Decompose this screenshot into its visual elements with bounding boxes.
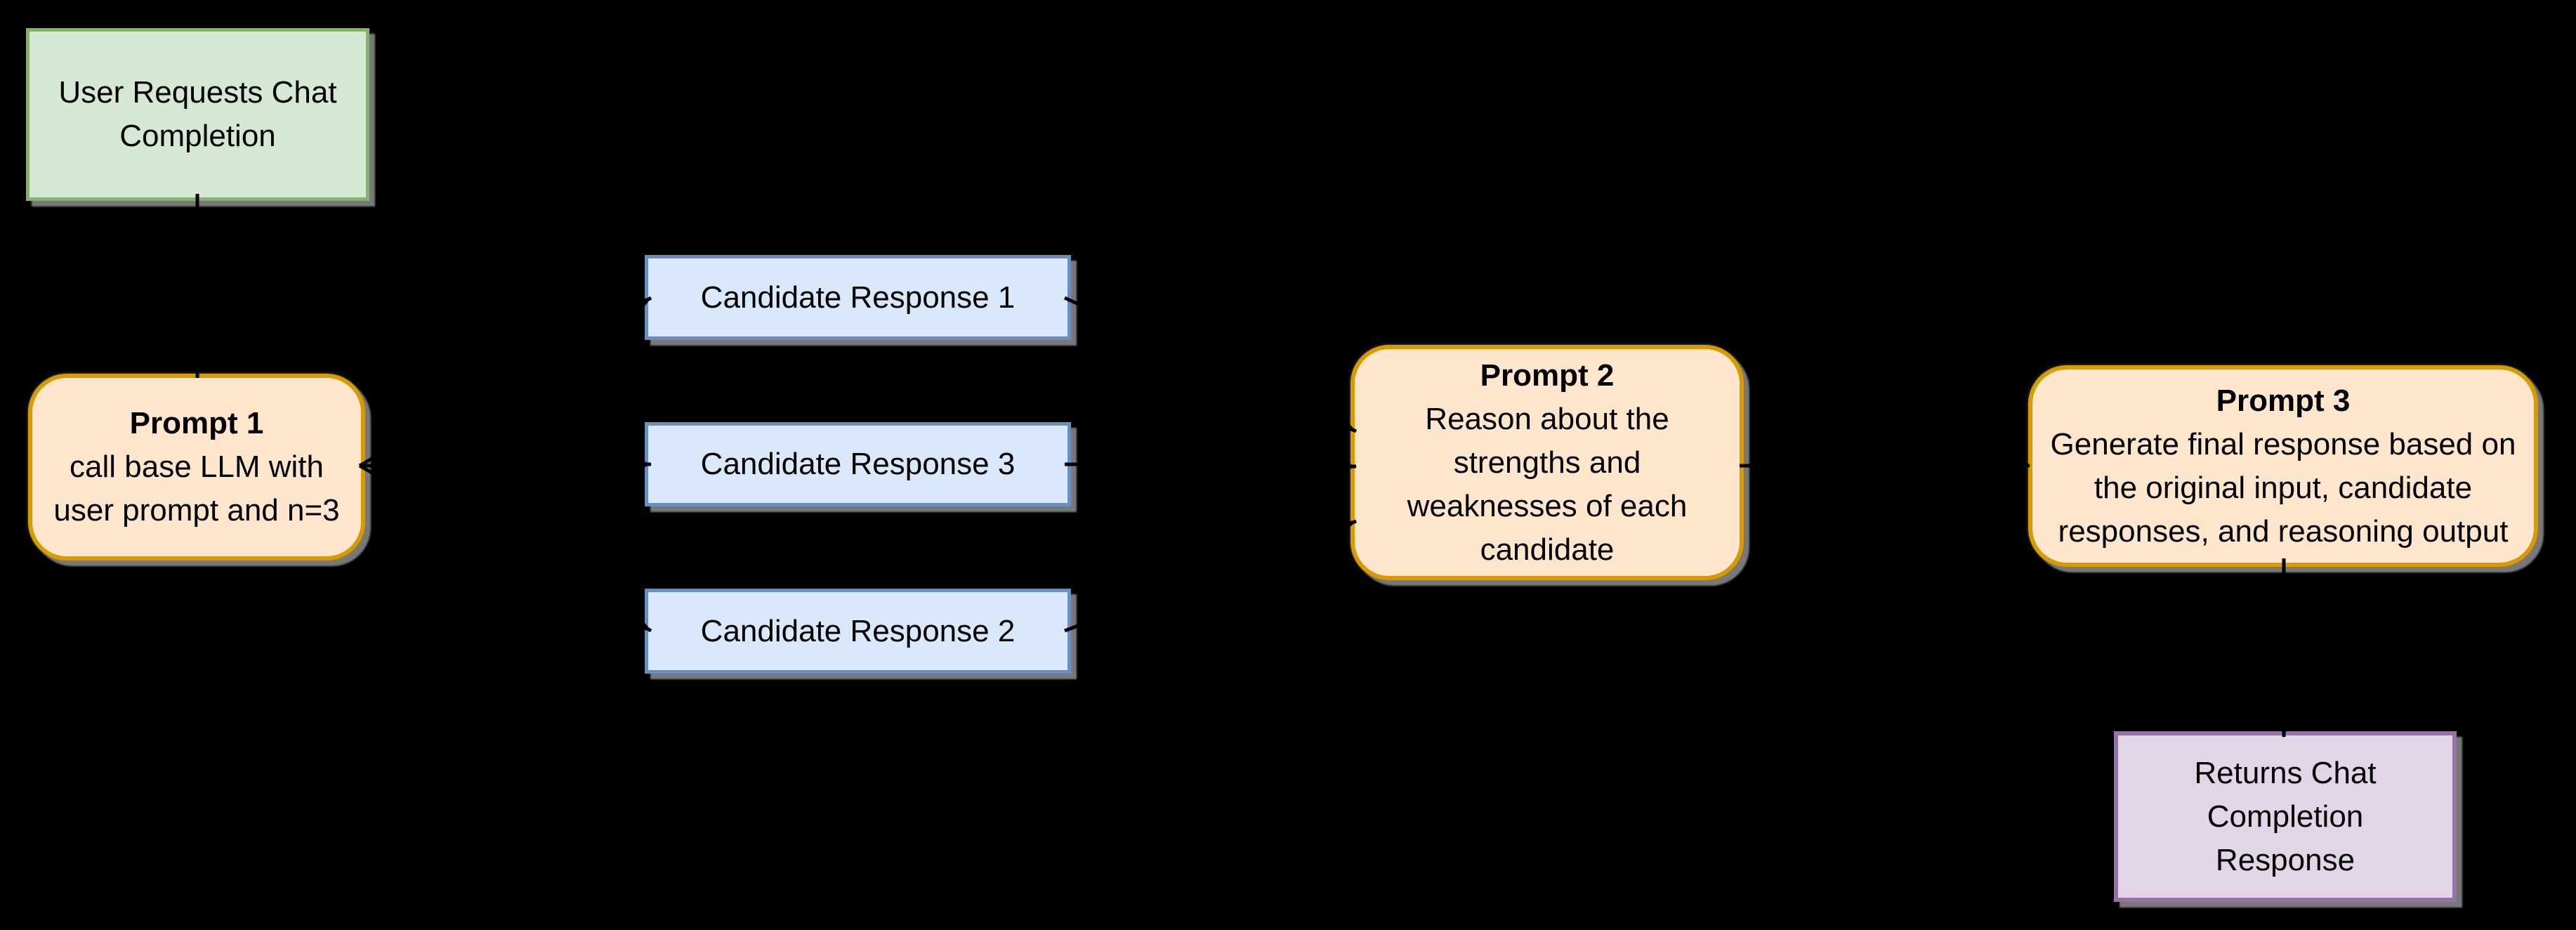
node-returns-chat-completion-response: Returns Chat Completion Response — [2114, 731, 2457, 902]
arrow-prompt1-to-candidate2 — [358, 464, 652, 633]
arrow-candidate2-to-prompt2 — [1064, 519, 1357, 633]
node-candidate-response-3: Candidate Response 3 — [645, 422, 1071, 506]
node-body: call base LLM with user prompt and n=3 — [53, 450, 340, 528]
node-title: Prompt 2 — [1480, 358, 1615, 393]
node-candidate-response-2: Candidate Response 2 — [645, 589, 1071, 674]
node-label: User Requests Chat Completion — [58, 75, 337, 153]
node-label: Returns Chat Completion Response — [2194, 755, 2377, 877]
arrow-candidate3-to-prompt2 — [1064, 459, 1357, 473]
node-user-requests-chat-completion: User Requests Chat Completion — [26, 28, 369, 201]
arrow-prompt1-to-candidate1 — [358, 296, 652, 468]
node-body: Generate final response based on the ori… — [2050, 426, 2516, 549]
arrow-prompt1-to-candidate3 — [359, 457, 652, 472]
node-title: Prompt 1 — [129, 406, 264, 440]
node-label: Candidate Response 3 — [700, 447, 1016, 481]
node-candidate-response-1: Candidate Response 1 — [645, 255, 1071, 340]
node-label: Candidate Response 1 — [700, 280, 1016, 315]
node-prompt-1: Prompt 1 call base LLM with user prompt … — [28, 374, 365, 561]
node-body: Reason about the strengths and weaknesse… — [1407, 401, 1688, 567]
connector-group — [190, 194, 2291, 738]
arrow-candidate1-to-prompt2 — [1063, 296, 1358, 433]
node-prompt-3: Prompt 3 Generate final response based o… — [2028, 365, 2538, 567]
node-prompt-2: Prompt 2 Reason about the strengths and … — [1351, 345, 1744, 580]
node-label: Candidate Response 2 — [700, 613, 1016, 648]
node-title: Prompt 3 — [2216, 383, 2351, 418]
